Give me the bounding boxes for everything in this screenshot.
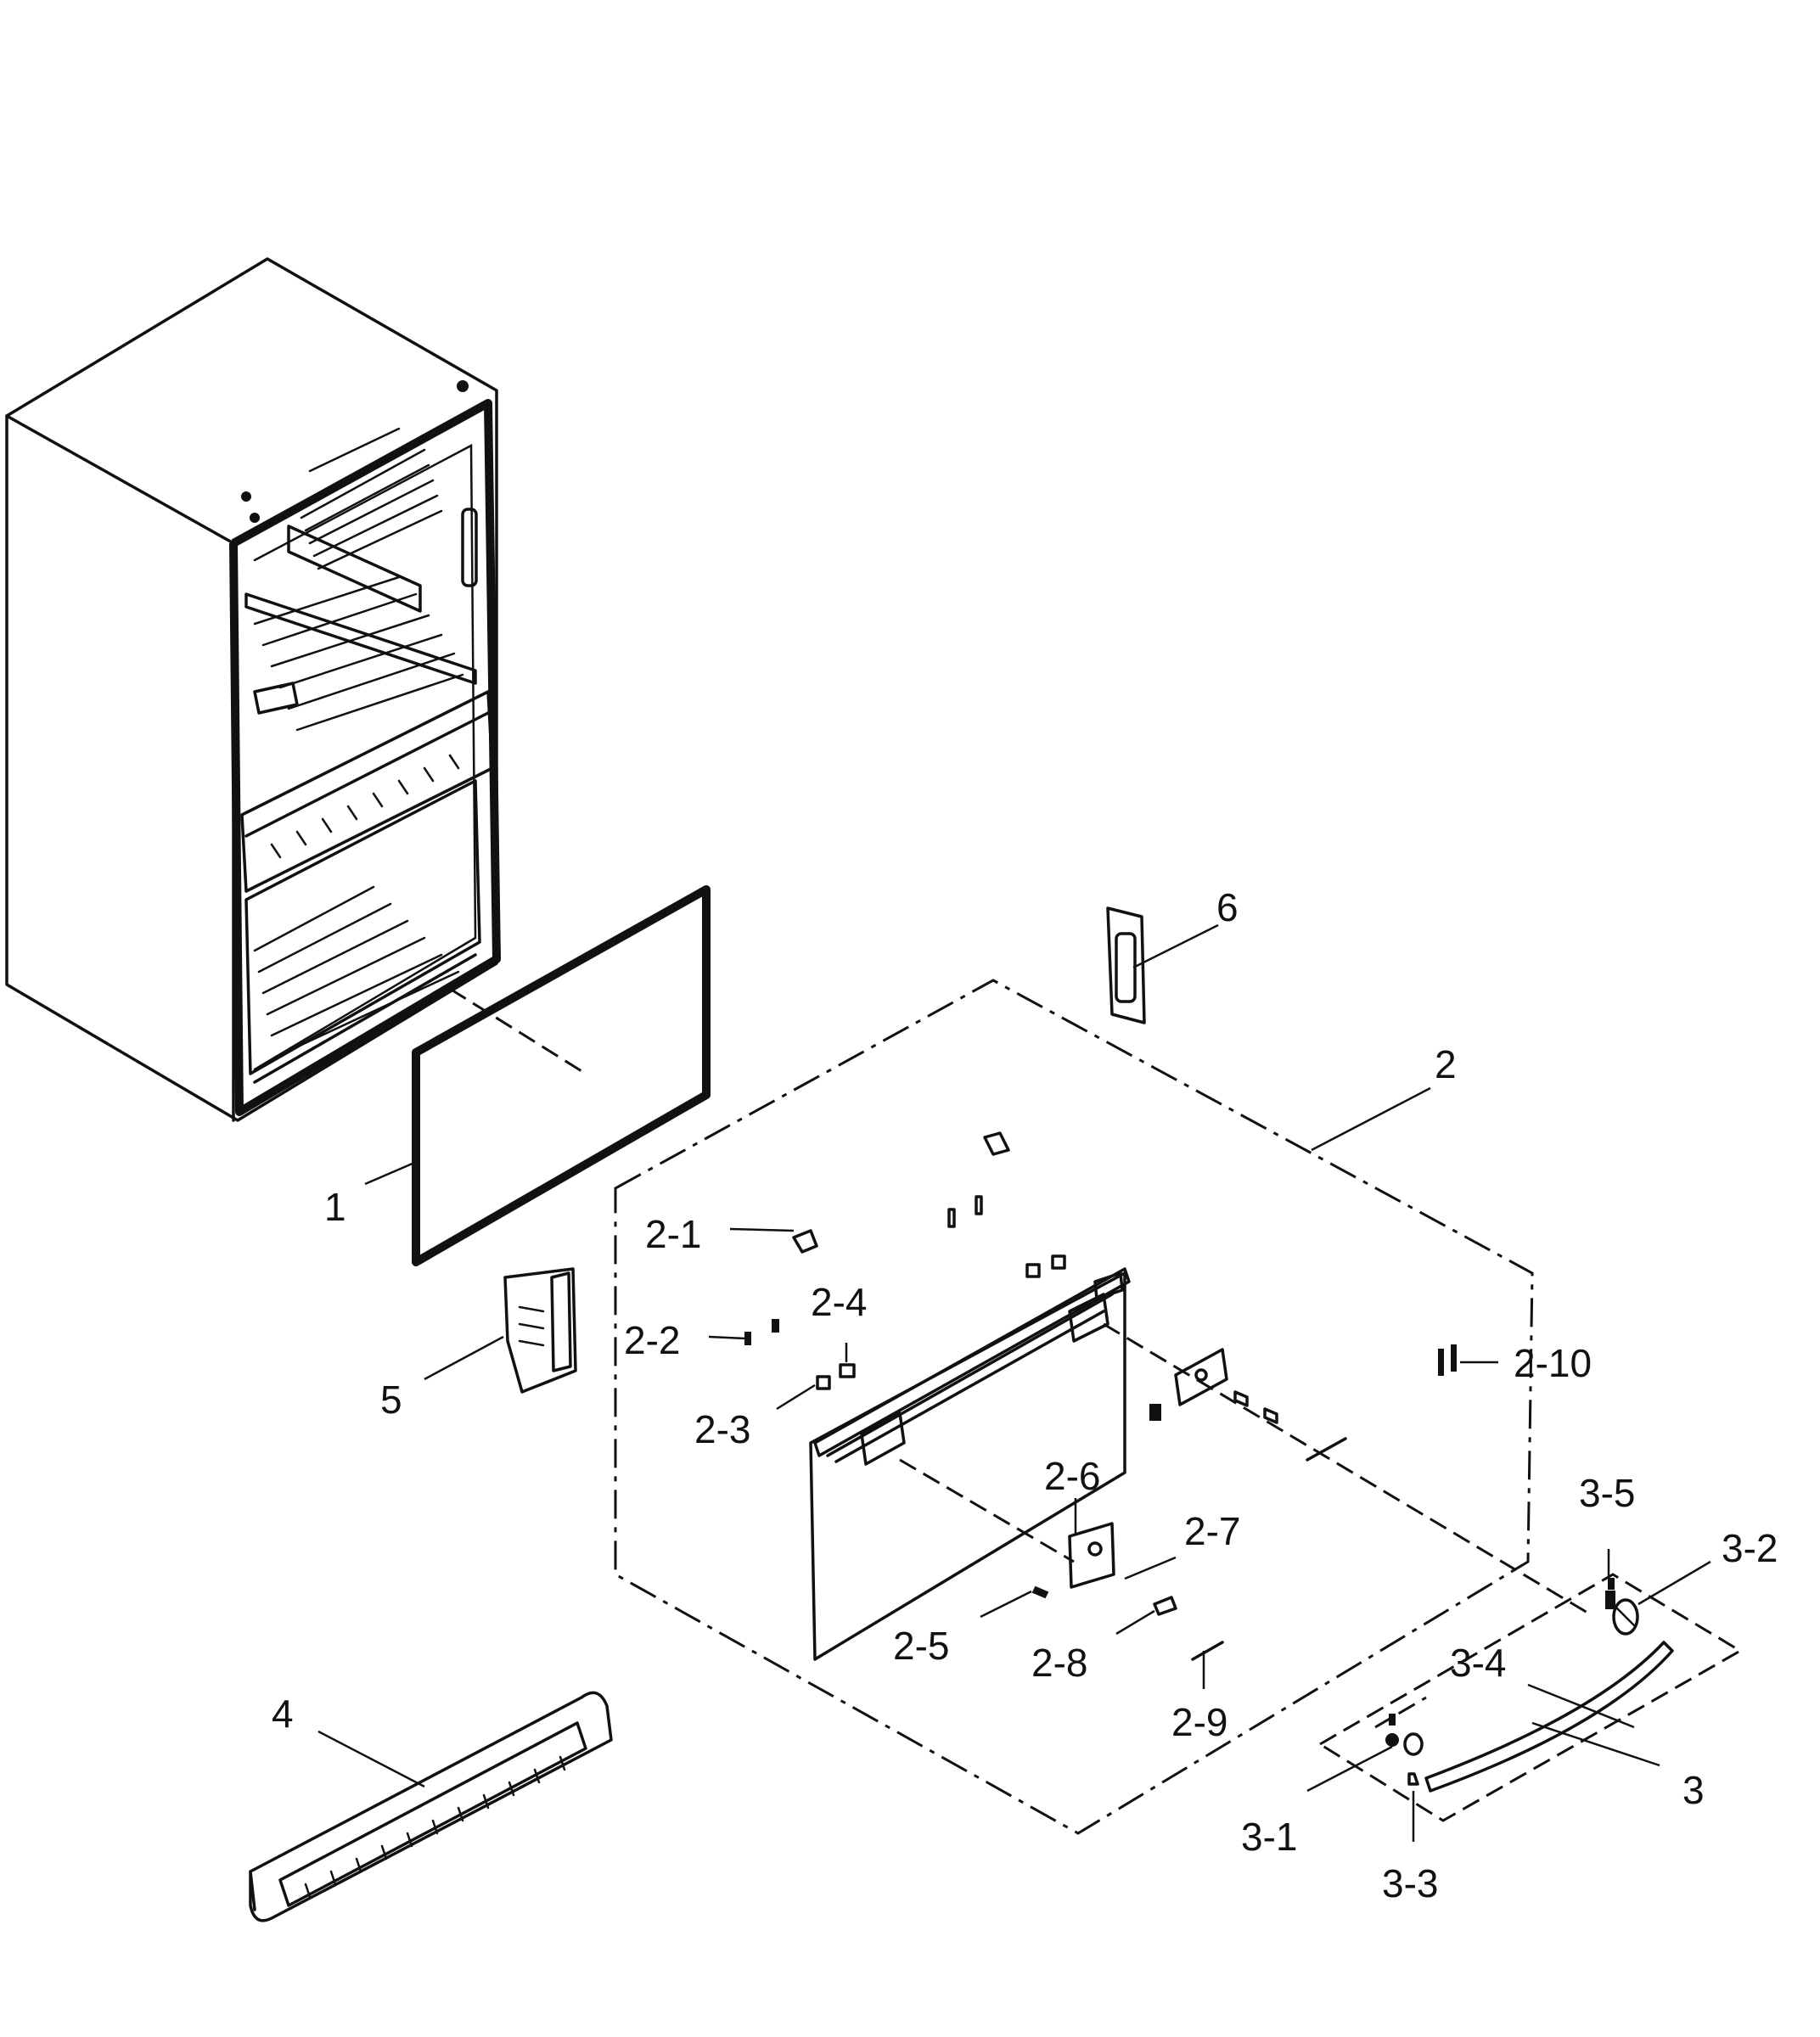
freezer-basket-lines [253, 885, 477, 1084]
middle-shelf-lines [253, 575, 464, 732]
part-3-2-end-cap [1612, 1560, 1711, 1636]
right-hinge-plate [1149, 1348, 1347, 1462]
part-3-handle [1317, 1573, 1743, 1822]
callout-2-3: 2-3 [694, 1407, 750, 1451]
part-2-2-screw [708, 1319, 779, 1345]
callout-3-5: 3-5 [1579, 1471, 1635, 1515]
part-2-6-plate [1068, 1498, 1115, 1589]
callout-6: 6 [1216, 885, 1239, 929]
callout-3-3: 3-3 [1382, 1861, 1438, 1905]
callout-2-8: 2-8 [1031, 1641, 1087, 1685]
callout-2-2: 2-2 [624, 1318, 680, 1362]
part-3-1-end-cap [1306, 1714, 1399, 1793]
callout-3-1: 3-1 [1241, 1815, 1297, 1859]
part-2-5-screw [980, 1585, 1049, 1619]
callout-2-5: 2-5 [893, 1624, 949, 1668]
bin-grille [304, 1755, 566, 1899]
callout-4: 4 [272, 1692, 294, 1736]
part-2-3-nut [776, 1375, 831, 1411]
callout-2-7: 2-7 [1184, 1509, 1240, 1553]
part-2-assembly-outline [614, 979, 1534, 1835]
part-4-door-bin [249, 1691, 613, 1922]
upper-bolts [1025, 1254, 1066, 1278]
upper-shelf-lines [287, 448, 478, 613]
part-2-7-fastener [1124, 1556, 1177, 1580]
callout-2-10: 2-10 [1514, 1341, 1592, 1385]
callout-1: 1 [324, 1185, 346, 1229]
part-3-4-dashline [1374, 1696, 1427, 1729]
part-2-10-screws [1438, 1344, 1498, 1376]
callout-3: 3 [1682, 1768, 1705, 1812]
part-5-bracket [424, 1267, 577, 1394]
refrigerator-cabinet [5, 257, 501, 1122]
part-2-drawer-front [809, 1267, 1588, 1661]
callout-2: 2 [1435, 1042, 1457, 1086]
part-3-5-screw [1605, 1549, 1615, 1609]
part-2-1-clip [729, 1227, 818, 1254]
callout-labels: 1 2 2-1 2-2 2-3 2-4 2-5 2-6 2-7 2-8 2-9 … [272, 885, 1778, 1905]
part-3-3-screw [1403, 1732, 1424, 1842]
part-2-9-rail [1191, 1641, 1224, 1689]
callout-3-2: 3-2 [1722, 1526, 1778, 1570]
callout-3-4: 3-4 [1450, 1641, 1506, 1685]
callout-5: 5 [380, 1378, 402, 1422]
part-6-bracket [1106, 906, 1219, 1024]
drawer-rail-ticks [270, 754, 460, 859]
callout-2-4: 2-4 [811, 1280, 867, 1324]
callout-2-1: 2-1 [645, 1212, 701, 1256]
callout-2-9: 2-9 [1171, 1700, 1227, 1744]
callout-2-6: 2-6 [1044, 1454, 1100, 1498]
part-2-8-pin [1115, 1596, 1177, 1636]
part-1-door-gasket [364, 885, 711, 1266]
top-clip [947, 1131, 1010, 1228]
part-2-4-nut [839, 1343, 856, 1378]
